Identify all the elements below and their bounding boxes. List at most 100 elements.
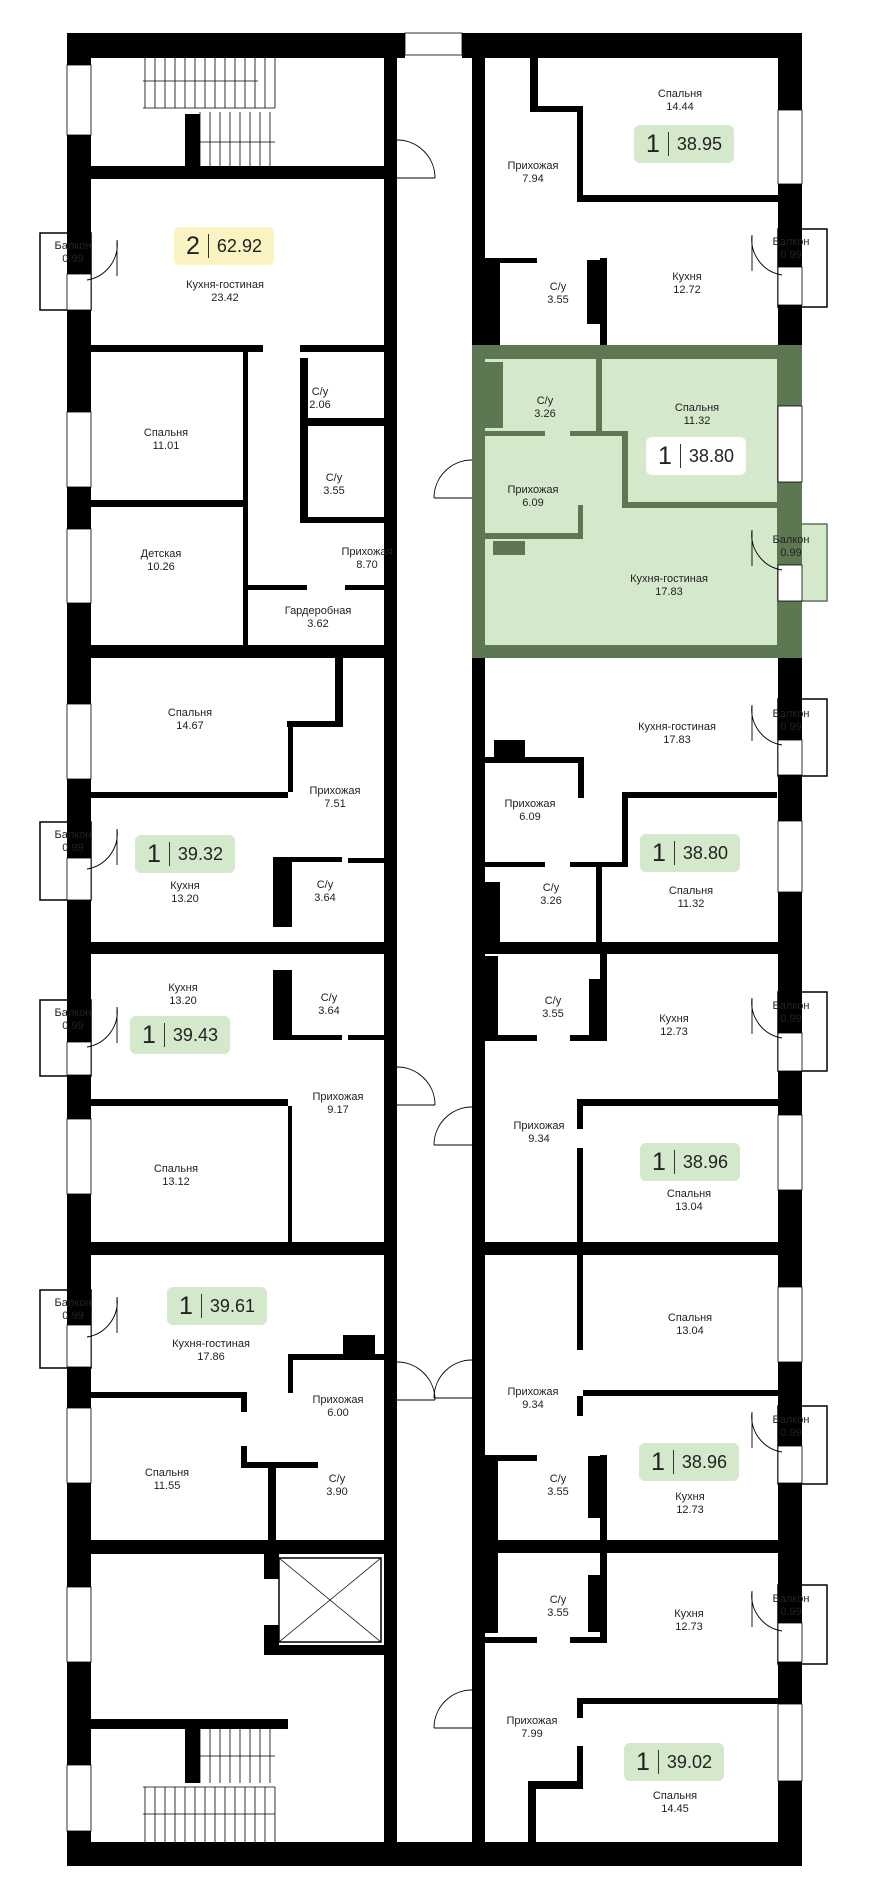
room-name: С/у	[325, 472, 343, 484]
room-area: 7.51	[324, 798, 346, 810]
room-name: С/у	[328, 1473, 346, 1485]
room-area: 11.01	[152, 440, 180, 452]
room-area: 13.12	[162, 1176, 190, 1188]
divider	[679, 444, 681, 468]
door-swing	[396, 1361, 436, 1401]
room-area: 17.86	[197, 1351, 225, 1363]
room-area: 0.99	[62, 253, 84, 265]
room-area: 13.20	[169, 995, 197, 1007]
room-name: Кухня	[675, 1491, 705, 1503]
room-count: 1	[652, 838, 666, 867]
door-swing	[751, 704, 783, 746]
room-name: С/у	[544, 995, 562, 1007]
room-count: 1	[652, 1147, 666, 1176]
window	[66, 1041, 92, 1076]
room-name: Спальня	[143, 427, 189, 439]
room-area: 17.83	[663, 734, 691, 746]
room-name: Детская	[140, 548, 182, 560]
window	[777, 109, 803, 185]
window	[777, 820, 803, 893]
room-name: Прихожая	[312, 1091, 364, 1103]
room-name: Кухня	[170, 880, 200, 892]
window	[66, 857, 92, 901]
room-name: Прихожая	[507, 160, 559, 172]
door-swing	[433, 459, 473, 499]
room-name: Балкон	[54, 1297, 92, 1309]
room-name: С/у	[320, 992, 338, 1004]
room-name: Прихожая	[341, 546, 393, 558]
room-name: Кухня	[672, 271, 702, 283]
room-count: 1	[651, 1447, 665, 1476]
room-name: С/у	[316, 879, 334, 891]
door-swing	[751, 997, 783, 1039]
room-area: 13.04	[675, 1201, 703, 1213]
room-name: Балкон	[772, 1593, 810, 1605]
door-swing	[86, 828, 118, 870]
room-name: С/у	[542, 882, 560, 894]
